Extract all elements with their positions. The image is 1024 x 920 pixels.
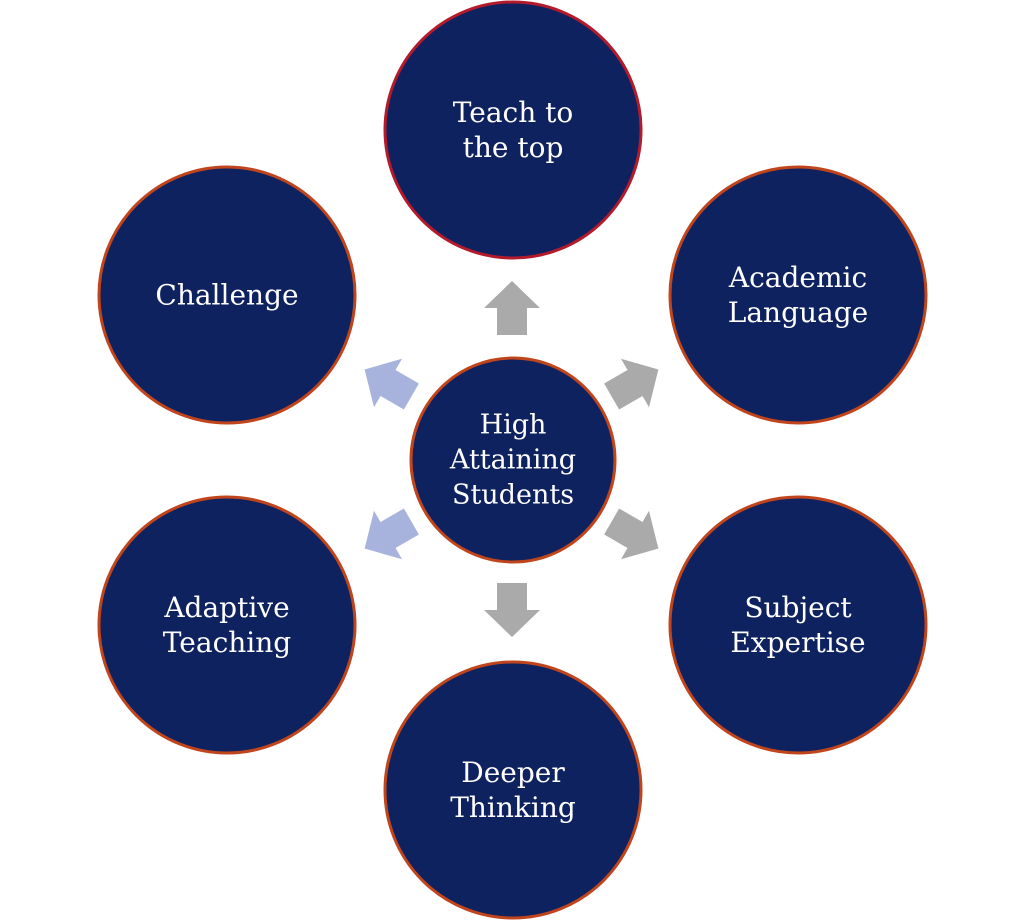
node-label-line: Adaptive (163, 591, 289, 624)
node-label-line: Language (728, 296, 868, 329)
node-label-line: Teach to (453, 96, 574, 129)
node-label-line: Attaining (449, 445, 576, 476)
node-circle (383, 0, 643, 260)
node-circle (97, 165, 357, 425)
node-label-line: High (480, 410, 547, 441)
node-circle (97, 495, 357, 755)
node-label-line: Teaching (163, 626, 291, 659)
arrow-lower-right-icon (604, 508, 659, 560)
node-circle (383, 660, 643, 920)
arrow-down-icon (484, 583, 540, 637)
arrow-upper-left-icon (364, 358, 419, 410)
arrow-up-icon (484, 281, 540, 335)
arrows-group (364, 281, 659, 637)
node-circle (668, 165, 928, 425)
node-label-line: Students (452, 480, 574, 511)
node-label-line: Subject (744, 591, 852, 624)
node-challenge: Challenge (97, 165, 357, 425)
node-label-line: Deeper (461, 756, 565, 789)
node-label-line: Thinking (450, 791, 576, 824)
node-label-line: Academic (728, 261, 867, 294)
arrow-upper-right-icon (604, 358, 659, 410)
node-label-line: Challenge (155, 279, 298, 312)
node-label-line: the top (463, 131, 564, 164)
arrow-lower-left-icon (364, 508, 419, 560)
node-label-line: Expertise (730, 626, 865, 659)
node-circle (668, 495, 928, 755)
center-circle (409, 356, 617, 564)
